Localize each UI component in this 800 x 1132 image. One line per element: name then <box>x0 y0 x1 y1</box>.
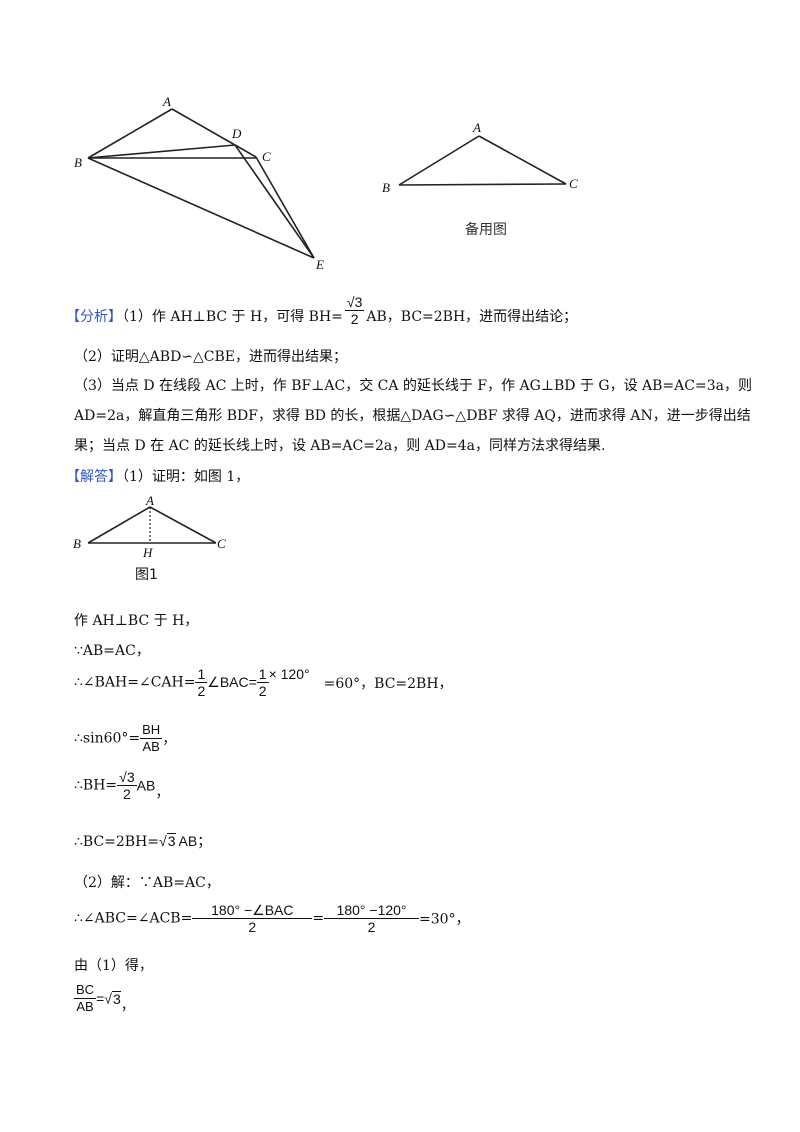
fig1-segment-ab <box>87 506 151 544</box>
main-figure <box>87 108 315 259</box>
segment-dc <box>234 144 257 158</box>
main-label-c: C <box>262 149 271 164</box>
l4-suffix: ， <box>162 731 177 748</box>
spare-figure <box>398 135 567 186</box>
segment-ab <box>87 108 173 159</box>
analysis-tag: 【分析】 <box>66 309 122 325</box>
main-label-d: D <box>232 126 242 141</box>
main-label-a: A <box>163 94 171 109</box>
l7-prefix: ∴∠ABC=∠ACB= <box>74 910 193 927</box>
l3-frac-2-den: 2 <box>258 683 267 699</box>
l3-result: =60°，BC=2BH， <box>323 675 453 692</box>
l7-equals: = <box>312 910 325 927</box>
l5-ab: AB <box>136 777 156 794</box>
l7-frac-2-den: 2 <box>367 919 376 935</box>
fig1-label-b: B <box>73 536 81 551</box>
spare-label-c: C <box>569 176 578 191</box>
l9-equals: = <box>96 990 105 1007</box>
analysis-text-1b: AB，BC=2BH，进而得出结论； <box>366 309 578 325</box>
solution-intro: 【解答】（1）证明：如图 1， <box>66 466 249 486</box>
l5-frac-num: √3 <box>117 769 137 786</box>
spare-label-b: B <box>382 180 390 195</box>
l7-frac-2-num: 180° −120° <box>324 902 420 919</box>
l4-prefix: ∴sin60°= <box>74 730 141 747</box>
l3-end: × 120° <box>268 666 310 682</box>
l6-radicand: 3 <box>166 833 176 849</box>
l9-frac-num: BC <box>74 982 97 999</box>
fig1-caption: 图1 <box>135 567 158 583</box>
spare-label-a: A <box>473 120 481 135</box>
fig1-label-a: A <box>146 493 154 508</box>
analysis-line-2: （2）证明△ABD∽△CBE，进而得出结果； <box>74 349 348 365</box>
fraction-num: √3 <box>344 293 365 311</box>
figure-1 <box>87 506 217 544</box>
analysis-text-1a: （1）作 AH⊥BC 于 H，可得 BH= <box>122 309 343 325</box>
solution-intro-text: （1）证明：如图 1， <box>122 469 250 485</box>
l6-prefix: ∴BC=2BH= <box>74 834 160 850</box>
l9-suffix: ， <box>120 998 135 1014</box>
solution-line-2: ∵AB=AC， <box>74 643 150 659</box>
segment-bd <box>87 144 236 159</box>
spare-segment-bc <box>398 183 567 186</box>
fig1-segment-ac <box>149 506 217 544</box>
l7-frac-1-den: 2 <box>248 919 257 935</box>
l9-radicand: 3 <box>111 990 121 1007</box>
fig1-label-h: H <box>143 545 153 560</box>
l3-frac-1-num: 1 <box>195 666 208 683</box>
l7-frac-1-num: 180° −∠BAC <box>192 902 313 919</box>
solution-line-1: 作 AH⊥BC 于 H， <box>74 613 199 629</box>
l3-prefix: ∴∠BAH=∠CAH= <box>74 674 196 691</box>
fig1-label-c: C <box>217 536 226 551</box>
l5-prefix: ∴BH= <box>74 777 118 794</box>
analysis-line-3: （3）当点 D 在线段 AC 上时，作 BF⊥AC，交 CA 的延长线于 F，作… <box>74 378 752 394</box>
main-label-e: E <box>316 257 324 272</box>
l4-frac-den: AB <box>142 739 160 754</box>
solution-part-2-intro: （2）解：∵AB=AC， <box>74 875 220 891</box>
analysis-line-4: AD=2a，解直角三角形 BDF，求得 BD 的长，根据△DAG∽△DBF 求得… <box>74 408 751 424</box>
l6-suffix: AB； <box>178 833 212 849</box>
analysis-line-5: 果；当点 D 在 AC 的延长线上时，设 AB=AC=2a，则 AD=4a，同样… <box>74 438 606 454</box>
segment-de <box>234 144 315 259</box>
segment-be <box>87 157 315 259</box>
l7-frac-2: 180° −120°2 <box>324 902 420 935</box>
l5-frac-den: 2 <box>122 786 131 802</box>
l3-frac-1-den: 2 <box>197 683 206 699</box>
fraction-den: 2 <box>350 310 359 327</box>
l5-suffix: ， <box>155 785 170 801</box>
l3-mid: ∠BAC= <box>207 674 257 690</box>
l4-frac-num: BH <box>140 722 163 739</box>
main-label-b: B <box>74 155 82 170</box>
spare-caption: 备用图 <box>465 222 507 238</box>
spare-segment-ab <box>398 135 480 186</box>
l9-frac-den: AB <box>76 999 94 1014</box>
solution-tag: 【解答】 <box>66 469 122 485</box>
solution-line-8: 由（1）得， <box>74 958 153 974</box>
spare-segment-ac <box>478 135 567 185</box>
l3-frac-2-num: 1 <box>256 666 269 683</box>
segment-ce <box>255 156 315 259</box>
segment-ad <box>171 108 236 146</box>
l7-result: =30°， <box>419 911 470 928</box>
